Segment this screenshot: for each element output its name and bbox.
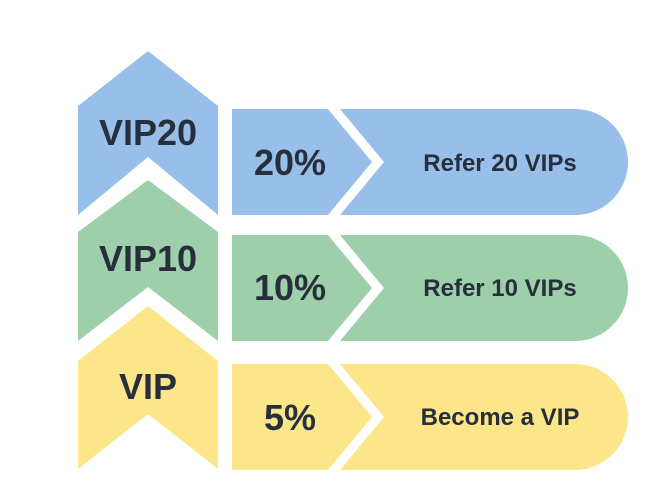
- tier-vip10: VIP10 10% Refer 10 VIPs: [78, 180, 628, 341]
- vip20-requirement-bar: [340, 109, 628, 215]
- vip10-requirement-bar: [340, 235, 628, 341]
- vip10-reward-bar: [232, 235, 372, 341]
- tier-vip: VIP 5% Become a VIP: [78, 306, 628, 470]
- vip-reward-bar: [232, 364, 372, 470]
- vip-requirement-label: Become a VIP: [421, 404, 580, 431]
- vip20-tier-label: VIP20: [99, 112, 197, 153]
- vip20-requirement-label: Refer 20 VIPs: [423, 150, 576, 177]
- vip20-reward-bar: [232, 109, 372, 215]
- tier-vip20: VIP20 20% Refer 20 VIPs: [78, 51, 628, 215]
- vip20-chevron: [78, 51, 218, 215]
- vip-percent-label: 5%: [264, 397, 316, 438]
- vip-chevron: [78, 306, 218, 469]
- vip-tier-label: VIP: [119, 366, 177, 407]
- vip10-requirement-label: Refer 10 VIPs: [423, 275, 576, 302]
- vip10-chevron: [78, 180, 218, 341]
- vip-requirement-bar: [340, 364, 628, 470]
- vip10-percent-label: 10%: [254, 267, 326, 308]
- vip10-tier-label: VIP10: [99, 238, 197, 279]
- vip20-percent-label: 20%: [254, 142, 326, 183]
